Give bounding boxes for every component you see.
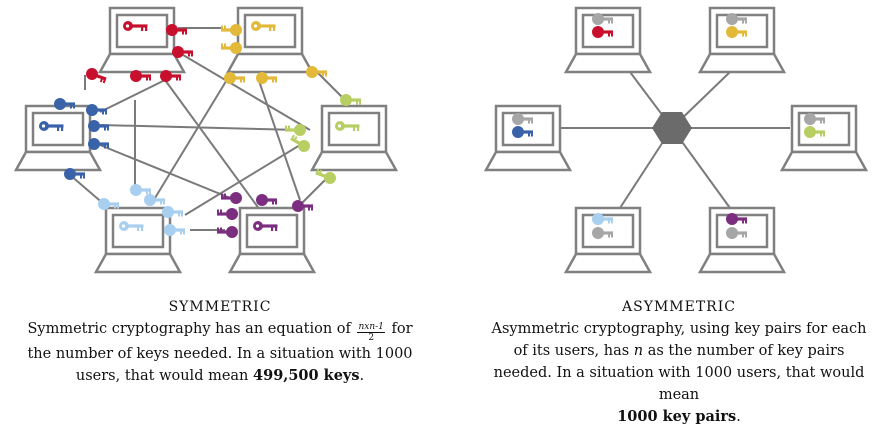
yellow-key-icon: [256, 72, 277, 84]
asymmetric-diagram: [484, 6, 868, 274]
red-key-icon: [166, 24, 187, 36]
lightblue-key-icon: [164, 224, 185, 236]
blue-key-icon: [88, 138, 109, 150]
asymmetric-laptop-right: [780, 104, 868, 172]
asymmetric-heading: ASYMMETRIC: [622, 299, 736, 315]
symmetric-key-count: 499,500 keys: [253, 367, 360, 384]
lightblue-key-icon: [162, 206, 183, 218]
blue-key-icon: [88, 120, 109, 132]
symmetric-text-before: Symmetric cryptography has an equation o…: [27, 321, 351, 337]
equation-denominator: 2: [368, 333, 375, 343]
hexagon-hub-icon: [652, 112, 692, 144]
lime-key-icon: [285, 124, 306, 136]
purple-key-icon: [217, 208, 238, 220]
asymmetric-laptop-left: [484, 104, 572, 172]
symmetric-laptop-right: [310, 104, 398, 172]
purple-key-icon: [256, 194, 277, 206]
purple-key-icon: [221, 192, 242, 204]
asymmetric-text-before: Asymmetric cryptography, using key pairs…: [491, 321, 867, 359]
symmetric-caption: SYMMETRIC Symmetric cryptography has an …: [20, 296, 420, 387]
symmetric-period: .: [359, 368, 365, 384]
lightblue-key-icon: [130, 184, 151, 196]
yellow-key-icon: [306, 66, 327, 78]
asymmetric-period: .: [736, 409, 741, 425]
symmetric-laptop-bottom-right: [228, 206, 316, 274]
symmetric-heading: SYMMETRIC: [168, 299, 272, 315]
asymmetric-key-pair-count: 1000 key pairs: [617, 408, 737, 425]
symmetric-connections: [69, 27, 346, 231]
asymmetric-text-middle: as the number of key pairs needed. In a …: [493, 343, 865, 403]
lightblue-key-icon: [144, 194, 165, 206]
crypto-diagram: [14, 6, 868, 274]
asymmetric-n: n: [633, 343, 644, 359]
symmetric-laptop-top-left: [98, 6, 186, 74]
purple-key-icon: [217, 226, 238, 238]
yellow-key-icon: [224, 72, 245, 84]
symmetric-laptop-left: [14, 104, 102, 172]
lime-key-icon: [340, 94, 361, 106]
symmetric-text-after: for the number of keys needed. In a situ…: [27, 321, 413, 384]
asymmetric-caption: ASYMMETRIC Asymmetric cryptography, usin…: [486, 296, 872, 428]
distributed-keys: [54, 24, 361, 238]
symmetric-diagram: [14, 6, 398, 274]
yellow-key-icon: [221, 42, 242, 54]
equation-numerator: nxn-1: [357, 322, 385, 333]
symmetric-equation: nxn-1 2: [357, 322, 385, 343]
blue-key-icon: [86, 104, 107, 116]
red-key-icon: [172, 46, 193, 58]
yellow-key-icon: [221, 24, 242, 36]
symmetric-laptop-top-right: [226, 6, 314, 74]
